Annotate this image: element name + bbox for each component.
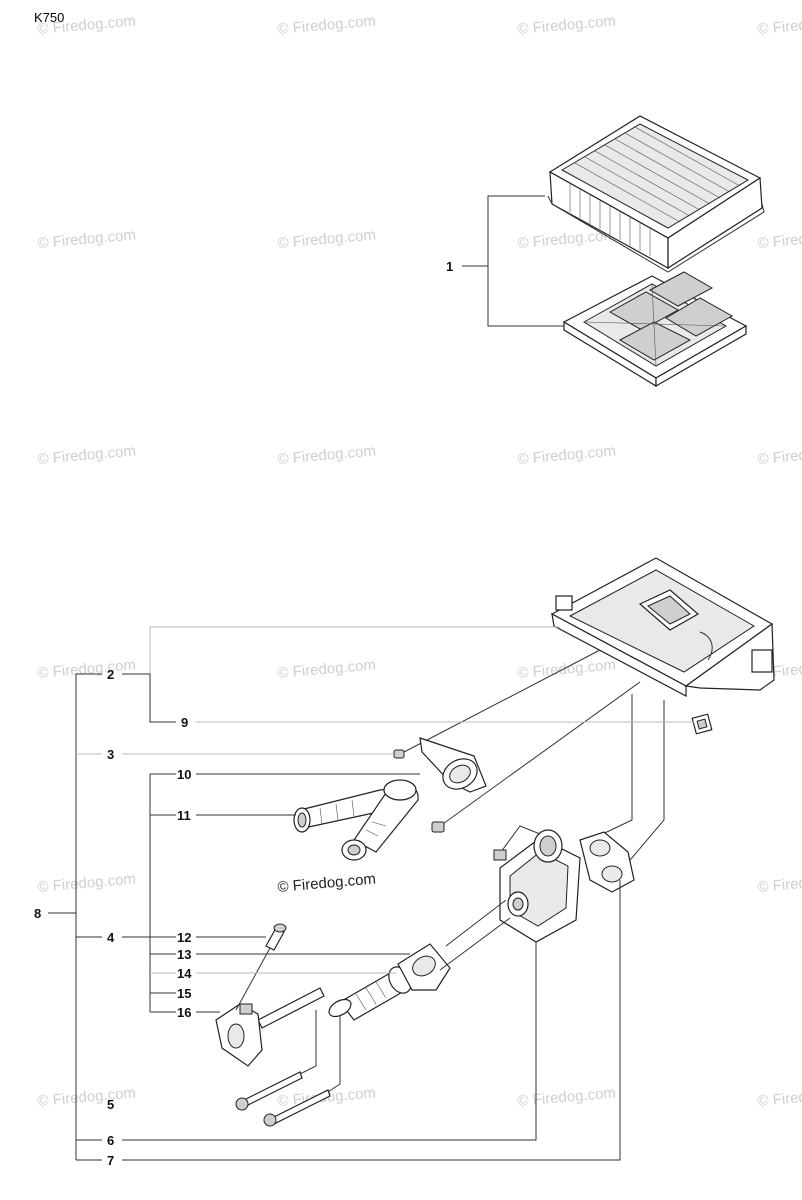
callout-leaders <box>48 626 694 1161</box>
watermark-dark: © Firedog.com <box>277 870 377 896</box>
callout-numbers: 2 3 4 5 6 7 8 9 10 11 12 13 14 15 16 <box>34 667 192 1168</box>
watermark: © Firedog.com <box>517 656 617 682</box>
watermark: © Firedog.com <box>277 656 377 682</box>
callout-1: 1 <box>446 259 453 274</box>
callout-8: 8 <box>34 906 41 921</box>
callout-3: 3 <box>107 747 114 762</box>
carburetor <box>493 825 581 1000</box>
callout-5: 5 <box>107 1097 114 1112</box>
clip-part <box>691 713 713 735</box>
screw-12 <box>235 923 287 1011</box>
intake-boot <box>328 899 511 1021</box>
watermark: © Firedog.com <box>37 442 137 468</box>
watermark: © Firedog.com <box>37 870 137 896</box>
filter-cover <box>547 115 765 273</box>
watermark: © Firedog.com <box>37 1084 137 1110</box>
watermark: © Firedog.com <box>37 226 137 252</box>
watermark: © Firedog.com <box>517 12 617 38</box>
watermark: © Firedog.com <box>757 226 802 252</box>
watermark: © Firedog.com <box>757 1084 802 1110</box>
air-filter-assembly: 1 <box>446 115 765 388</box>
watermark: © Firedog.com <box>277 12 377 38</box>
callout-15: 15 <box>177 986 191 1001</box>
watermark: © Firedog.com <box>277 226 377 252</box>
callout-13: 13 <box>177 947 191 962</box>
callout-6: 6 <box>107 1133 114 1148</box>
model-label: K750 <box>34 10 64 25</box>
long-bolts <box>235 1010 341 1127</box>
intake-hoses <box>293 779 419 861</box>
intake-flange <box>393 737 487 833</box>
filter-housing <box>550 557 775 697</box>
watermark: © Firedog.com <box>757 870 802 896</box>
callout-14: 14 <box>177 966 192 981</box>
callout-4: 4 <box>107 930 115 945</box>
callout-9: 9 <box>181 715 188 730</box>
watermark: © Firedog.com <box>517 442 617 468</box>
carb-gasket <box>579 831 635 893</box>
callout-10: 10 <box>177 767 191 782</box>
watermark: © Firedog.com <box>37 656 137 682</box>
callout-16: 16 <box>177 1005 191 1020</box>
bracket-plate <box>215 1003 263 1067</box>
filter-element <box>562 271 748 388</box>
watermark: © Firedog.com <box>277 442 377 468</box>
callout-2: 2 <box>107 667 114 682</box>
watermark: © Firedog.com <box>757 442 802 468</box>
callout-12: 12 <box>177 930 191 945</box>
callout-11: 11 <box>177 808 191 823</box>
watermark: © Firedog.com <box>757 12 802 38</box>
watermark: © Firedog.com <box>517 1084 617 1110</box>
callout-7: 7 <box>107 1153 114 1168</box>
spacer-rod <box>257 987 325 1029</box>
